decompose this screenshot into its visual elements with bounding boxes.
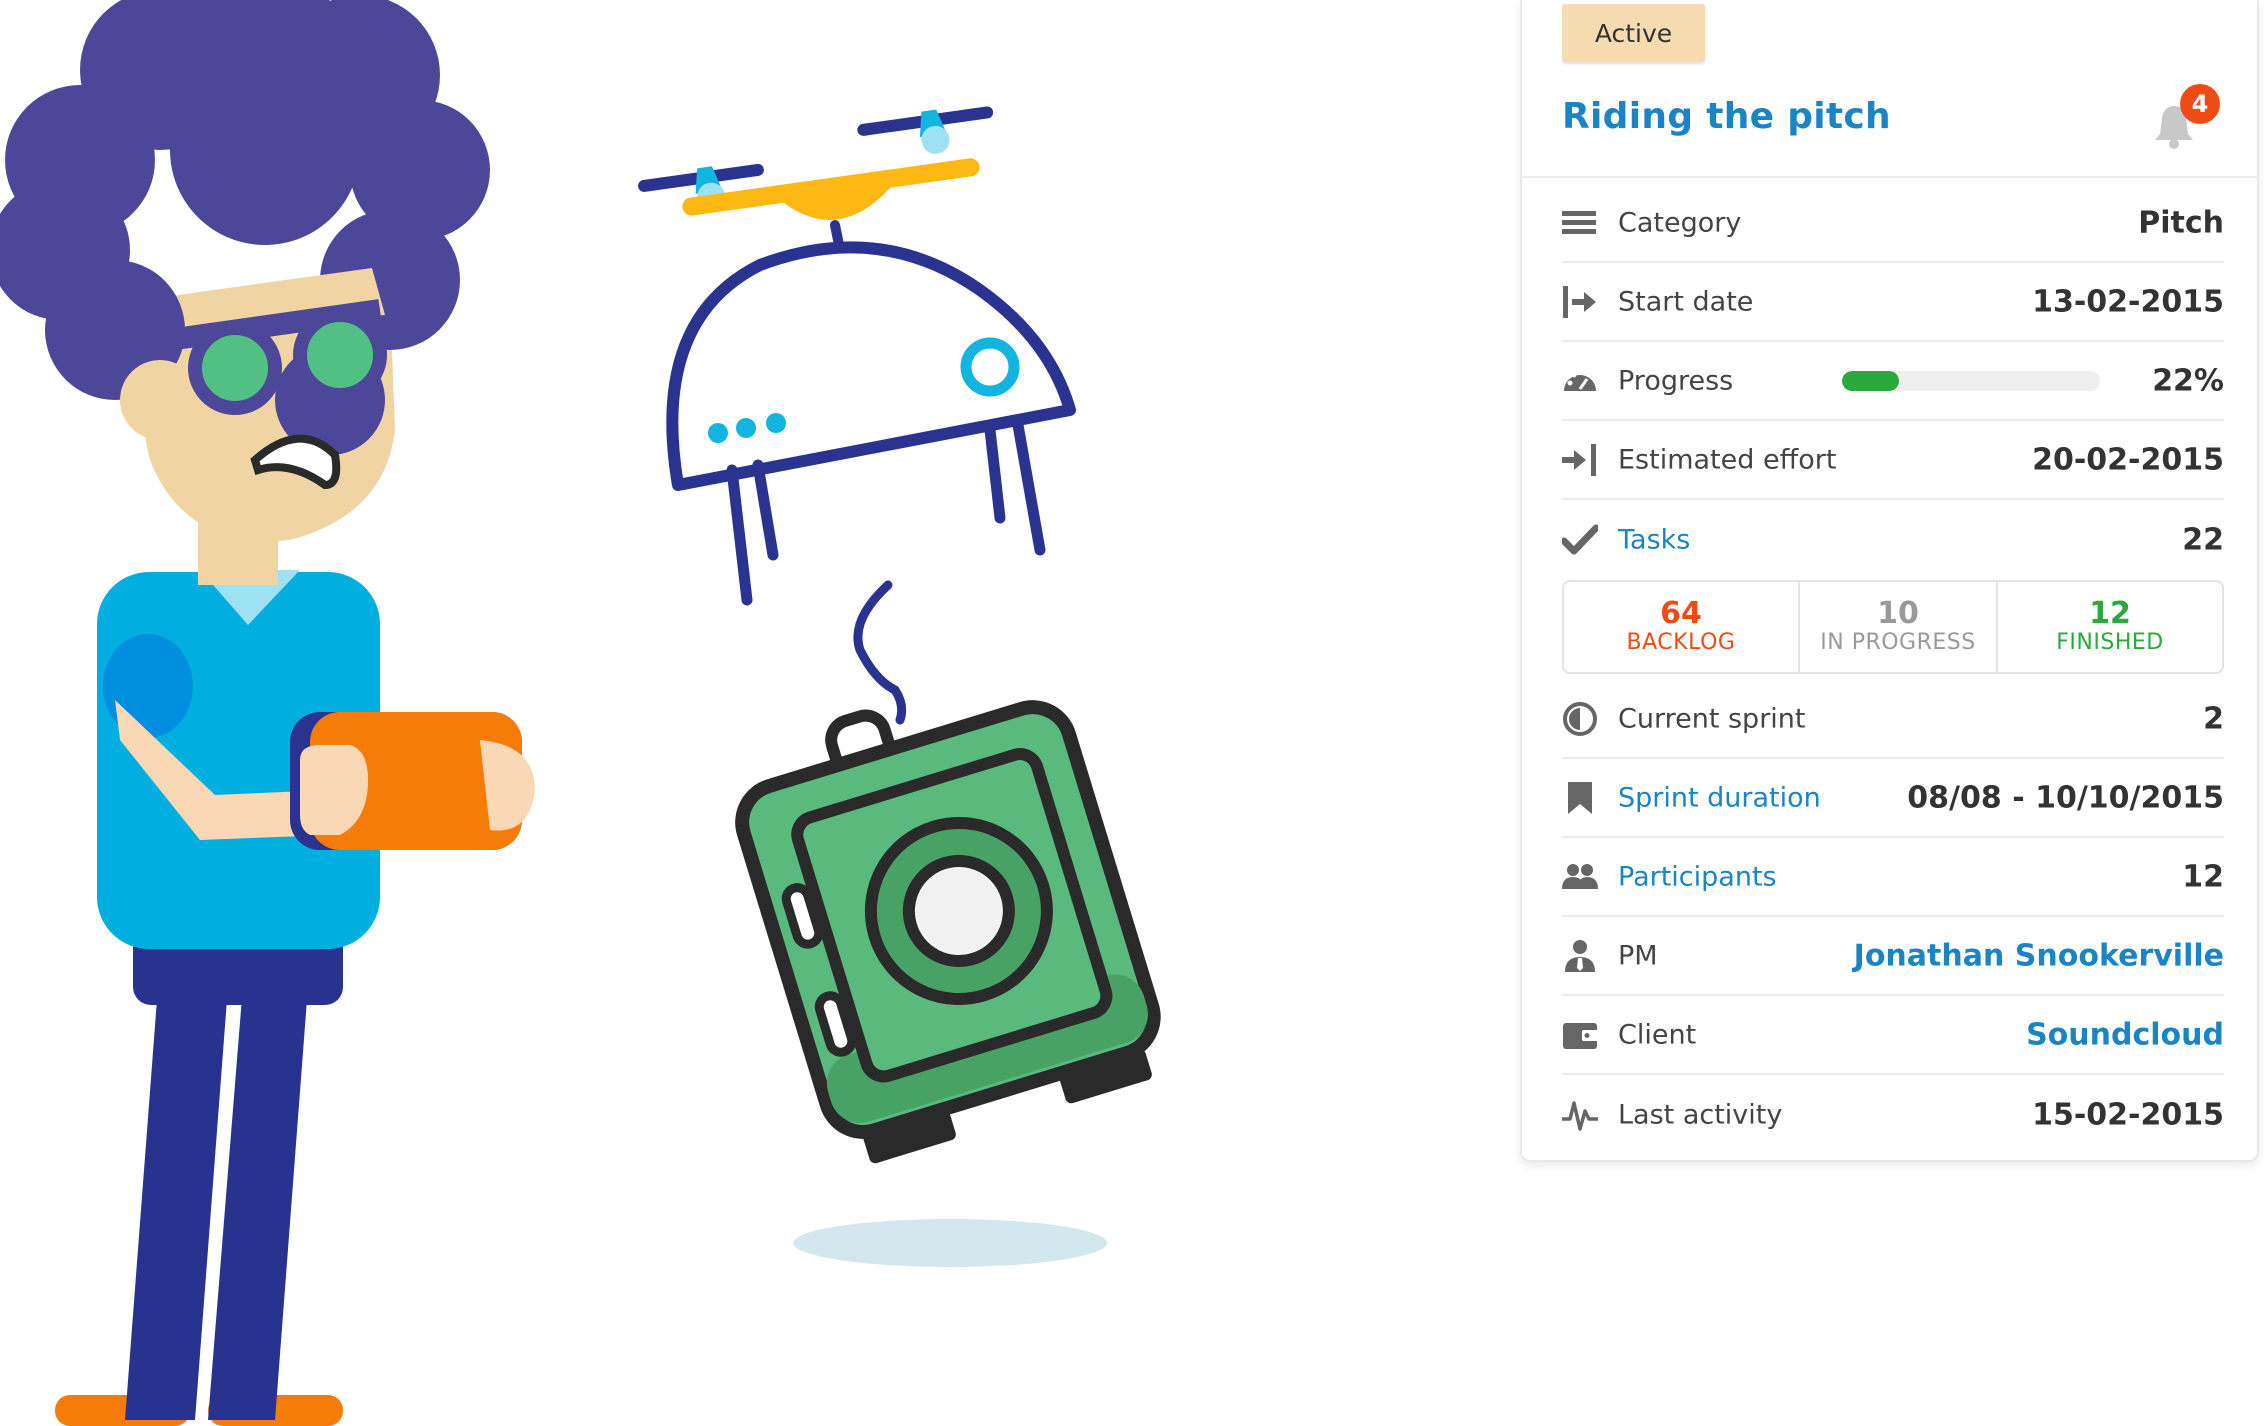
person-tie-icon [1565, 939, 1595, 972]
header-divider [1522, 176, 2257, 178]
last-activity-label: Last activity [1618, 1099, 1783, 1130]
activity-icon [1562, 1100, 1598, 1131]
list-icon [1562, 210, 1596, 234]
finished-label: FINISHED [2056, 630, 2164, 655]
half-circle-icon [1563, 701, 1597, 736]
row-sprint-duration[interactable]: Sprint duration 08/08 - 10/10/2015 [1562, 759, 2224, 838]
tasks-link[interactable]: Tasks [1618, 524, 1691, 555]
participants-value: 12 [2182, 859, 2224, 894]
estimated-effort-value: 20-02-2015 [2032, 442, 2224, 477]
backlog-label: BACKLOG [1626, 630, 1736, 655]
client-label: Client [1618, 1019, 1697, 1050]
backlog-cell[interactable]: 64 BACKLOG [1564, 582, 1800, 672]
tasks-value: 22 [2182, 522, 2224, 557]
start-icon [1563, 285, 1596, 318]
dashboard-icon [1564, 368, 1596, 391]
in-progress-label: IN PROGRESS [1820, 630, 1976, 655]
pm-value[interactable]: Jonathan Snookerville [1853, 938, 2224, 973]
progress-bar [1842, 370, 2100, 391]
finished-cell[interactable]: 12 FINISHED [1998, 582, 2222, 672]
start-date-value: 13-02-2015 [2032, 284, 2224, 319]
project-card: Active Riding the pitch 4 Category Pitch… [1520, 0, 2259, 1162]
current-sprint-value: 2 [2203, 701, 2224, 736]
finished-count: 12 [2089, 596, 2131, 631]
pm-label: PM [1618, 940, 1658, 971]
row-estimated-effort: Estimated effort 20-02-2015 [1562, 421, 2224, 500]
project-title[interactable]: Riding the pitch [1562, 96, 1891, 137]
row-last-activity: Last activity 15-02-2015 [1562, 1075, 2224, 1154]
safe-illustration [735, 700, 1161, 1164]
sprint-duration-value: 08/08 - 10/10/2015 [1907, 780, 2224, 815]
row-participants[interactable]: Participants 12 [1562, 838, 2224, 917]
progress-bar-fill [1842, 370, 1899, 391]
shadow-ellipse [793, 1219, 1107, 1267]
current-sprint-label: Current sprint [1618, 703, 1806, 734]
bookmark-icon [1568, 781, 1592, 814]
estimated-effort-label: Estimated effort [1618, 444, 1837, 475]
task-breakdown: 64 BACKLOG 10 IN PROGRESS 12 FINISHED [1562, 580, 2224, 674]
progress-label: Progress [1618, 365, 1734, 396]
wallet-icon [1563, 1022, 1598, 1049]
row-start-date: Start date 13-02-2015 [1562, 263, 2224, 342]
row-client: Client Soundcloud [1562, 996, 2224, 1075]
category-value: Pitch [2138, 205, 2224, 240]
row-category: Category Pitch [1562, 184, 2224, 263]
illustration [0, 0, 1161, 1426]
status-badge: Active [1562, 4, 1705, 62]
row-current-sprint: Current sprint 2 [1562, 680, 2224, 759]
participants-link[interactable]: Participants [1618, 861, 1777, 892]
notification-count: 4 [2180, 84, 2220, 124]
category-label: Category [1618, 207, 1742, 238]
client-value[interactable]: Soundcloud [2026, 1017, 2224, 1052]
backlog-count: 64 [1660, 596, 1702, 631]
person-illustration [0, 0, 535, 1426]
row-tasks[interactable]: Tasks 22 [1562, 500, 2224, 579]
in-progress-cell[interactable]: 10 IN PROGRESS [1800, 582, 1998, 672]
drone-illustration [638, 106, 1076, 606]
people-icon [1562, 863, 1598, 889]
row-pm: PM Jonathan Snookerville [1562, 917, 2224, 996]
in-progress-count: 10 [1877, 596, 1919, 631]
check-icon [1562, 524, 1598, 554]
end-icon [1562, 443, 1596, 476]
start-date-label: Start date [1618, 286, 1754, 317]
last-activity-value: 15-02-2015 [2032, 1097, 2224, 1132]
sprint-duration-link[interactable]: Sprint duration [1618, 782, 1821, 813]
progress-value: 22% [2152, 363, 2224, 398]
row-progress: Progress 22% [1562, 342, 2224, 421]
